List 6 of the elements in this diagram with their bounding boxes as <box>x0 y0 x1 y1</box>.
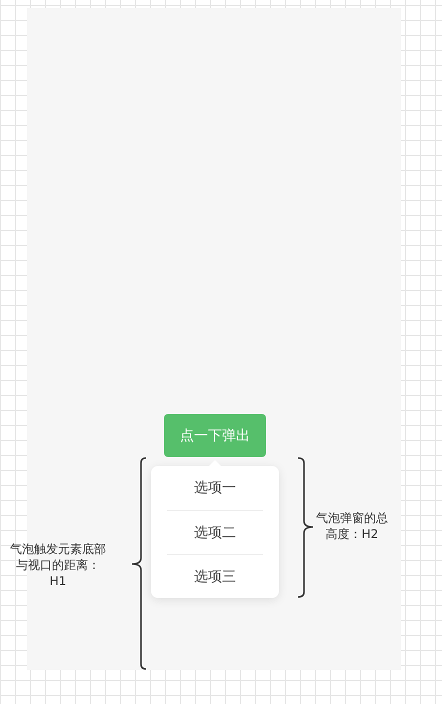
dimension-label: 气泡弹窗的总高度：H2 <box>315 510 389 542</box>
dimension-label: 气泡触发元素底部与视口的距离：H1 <box>9 541 107 589</box>
menu-option: 选项一 <box>167 466 263 510</box>
trigger-button: 点一下弹出 <box>164 414 266 457</box>
menu-option: 选项二 <box>167 510 263 554</box>
menu-option: 选项三 <box>167 554 263 598</box>
